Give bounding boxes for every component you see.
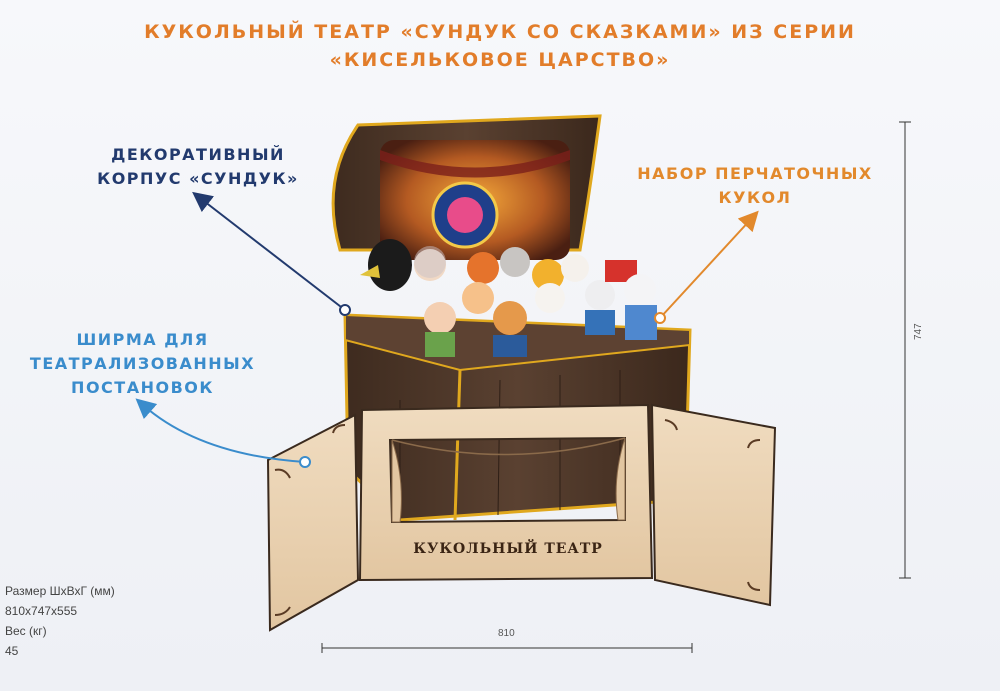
callout-chest-body-line-2: КОРПУС «СУНДУК» — [97, 169, 299, 188]
callout-chest-body-line-1: ДЕКОРАТИВНЫЙ — [111, 145, 285, 164]
title-line-1: КУКОЛЬНЫЙ ТЕАТР «СУНДУК СО СКАЗКАМИ» ИЗ … — [144, 21, 856, 43]
screen-left-panel — [266, 413, 360, 632]
puppets-set — [360, 239, 657, 357]
callout-arrows — [135, 191, 759, 468]
specs-size-value: 810x747x555 — [5, 604, 78, 618]
dimension-width-label: 810 — [498, 628, 515, 639]
screen-sign: КУКОЛЬНЫЙ ТЕАТР — [413, 538, 603, 557]
screen-center-frame — [358, 403, 654, 582]
page-title: КУКОЛЬНЫЙ ТЕАТР «СУНДУК СО СКАЗКАМИ» ИЗ … — [0, 18, 1000, 74]
dimension-lines — [321, 121, 911, 653]
callout-puppets-line-1: НАБОР ПЕРЧАТОЧНЫХ — [637, 164, 873, 183]
callout-chest-body: ДЕКОРАТИВНЫЙ КОРПУС «СУНДУК» — [88, 143, 308, 191]
callout-puppets: НАБОР ПЕРЧАТОЧНЫХ КУКОЛ — [620, 162, 890, 210]
callout-screen-line-3: ПОСТАНОВОК — [71, 378, 214, 397]
screen-right-panel — [650, 403, 777, 607]
dimension-height-label: 747 — [913, 323, 924, 340]
specs-weight-label: Вес (кг) — [5, 624, 47, 638]
callout-screen-line-2: ТЕАТРАЛИЗОВАННЫХ — [29, 354, 256, 373]
chest-lid — [331, 114, 602, 260]
callout-screen-line-1: ШИРМА ДЛЯ — [76, 330, 209, 349]
callout-puppets-line-2: КУКОЛ — [718, 188, 792, 207]
specs-size-label: Размер ШхВхГ (мм) — [5, 584, 115, 598]
product-specs: Размер ШхВхГ (мм) 810x747x555 Вес (кг) 4… — [5, 581, 115, 661]
title-line-2: «КИСЕЛЬКОВОЕ ЦАРСТВО» — [329, 49, 671, 71]
specs-weight-value: 45 — [5, 644, 19, 658]
callout-screen: ШИРМА ДЛЯ ТЕАТРАЛИЗОВАННЫХ ПОСТАНОВОК — [15, 328, 270, 400]
